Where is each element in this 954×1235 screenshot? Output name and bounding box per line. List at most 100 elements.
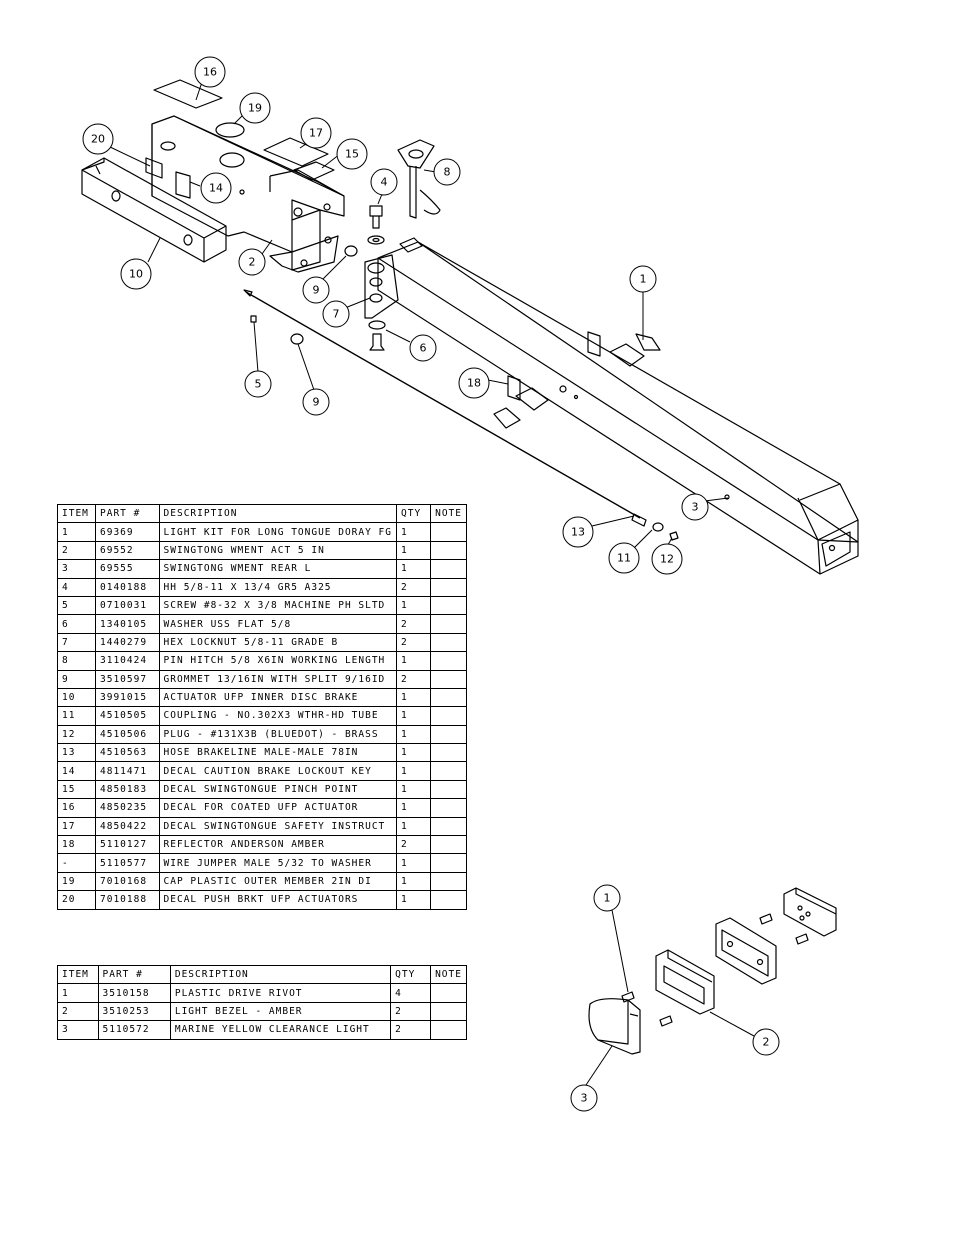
svg-text:11: 11 [617, 552, 631, 565]
light-callout-3: 3 [570, 1084, 598, 1112]
cell-part-number: 5110577 [95, 853, 160, 873]
cell-description: DECAL SWINGTONGUE SAFETY INSTRUCT [158, 816, 398, 837]
cell-qty: 1 [395, 816, 432, 837]
cell-description: REFLECTOR ANDERSON AMBER [158, 835, 398, 855]
cell-note [430, 687, 467, 708]
cell-qty: 1 [395, 761, 432, 781]
cell-qty: 1 [395, 890, 432, 910]
cell-description: LIGHT KIT FOR LONG TONGUE DORAY FG [158, 522, 398, 542]
cell-qty: 1 [395, 779, 432, 800]
decal-20-part [145, 157, 163, 179]
cell-item: 13 [56, 743, 97, 763]
callout-7: 7 [322, 300, 350, 328]
cell-note [430, 871, 467, 892]
svg-text:7: 7 [333, 308, 340, 321]
callout-1: 1 [629, 265, 657, 293]
callout-20: 20 [82, 123, 114, 155]
grommet-part [344, 245, 358, 257]
cell-qty: 1 [395, 559, 432, 579]
cell-description: ACTUATOR UFP INNER DISC BRAKE [158, 687, 398, 708]
cell-item: - [56, 853, 97, 873]
cell-note [430, 614, 467, 634]
header-qty: QTY [395, 503, 432, 524]
cell-item: 16 [56, 798, 97, 818]
cell-description: SWINGTONG WMENT ACT 5 IN [158, 540, 398, 561]
cell-qty: 2 [390, 1001, 432, 1022]
header-part: PART # [95, 503, 160, 524]
cell-qty: 1 [395, 743, 432, 763]
svg-text:9: 9 [313, 284, 320, 297]
cell-note [430, 983, 467, 1003]
cell-note [430, 651, 467, 671]
bom-header-row: ITEM PART # DESCRIPTION QTY NOTE [56, 503, 467, 524]
header-note: NOTE [430, 964, 467, 985]
cell-note [430, 724, 467, 745]
cell-item: 17 [56, 816, 97, 837]
cell-qty: 2 [395, 632, 432, 653]
cell-description: PLUG - #131X3B (BLUEDOT) - BRASS [158, 724, 398, 745]
cell-description: COUPLING - NO.302X3 WTHR-HD TUBE [158, 706, 398, 726]
cell-part-number: 3110424 [95, 651, 160, 671]
cell-item: 9 [56, 669, 97, 689]
cell-qty: 1 [395, 540, 432, 561]
plug-part [669, 531, 679, 541]
callout-6: 6 [409, 334, 437, 362]
cell-part-number: 1440279 [95, 632, 160, 653]
light-callout-2: 2 [752, 1028, 780, 1056]
hitch-pin-part [397, 139, 441, 219]
tongue-beam-part [377, 237, 859, 575]
cell-qty: 1 [395, 853, 432, 873]
svg-text:14: 14 [209, 182, 223, 195]
cell-qty: 2 [395, 577, 432, 597]
cell-part-number: 4510506 [95, 724, 160, 745]
cell-part-number: 7010168 [95, 871, 160, 892]
svg-text:4: 4 [381, 176, 388, 189]
cell-part-number: 1340105 [95, 614, 160, 634]
cell-note [430, 816, 467, 837]
cell-note [430, 577, 467, 597]
svg-text:9: 9 [313, 396, 320, 409]
cell-description: HEX LOCKNUT 5/8-11 GRADE B [158, 632, 398, 653]
header-note: NOTE [430, 503, 467, 524]
callout-2: 2 [238, 248, 266, 276]
svg-text:2: 2 [249, 256, 256, 269]
callout-10: 10 [120, 258, 152, 290]
hinge-bracket [364, 254, 399, 319]
cell-item: 6 [56, 614, 97, 634]
cell-part-number: 5110127 [95, 835, 160, 855]
bom-header-row: ITEM PART # DESCRIPTION QTY NOTE [57, 964, 467, 985]
cell-description: WIRE JUMPER MALE 5/32 TO WASHER [158, 853, 398, 873]
header-item: ITEM [56, 503, 97, 524]
svg-text:16: 16 [203, 66, 217, 79]
cell-description: PLASTIC DRIVE RIVOT [169, 983, 392, 1003]
callout-14: 14 [200, 172, 232, 204]
svg-text:6: 6 [420, 342, 427, 355]
cell-note [430, 522, 467, 542]
svg-text:3: 3 [692, 501, 699, 514]
cell-part-number: 3991015 [95, 687, 160, 708]
cell-qty: 1 [395, 595, 432, 616]
cell-note [430, 559, 467, 579]
callout-12: 12 [651, 543, 683, 575]
cell-note [430, 595, 467, 616]
cell-item: 7 [56, 632, 97, 653]
cell-note [430, 835, 467, 855]
cell-description: SWINGTONG WMENT REAR L [158, 559, 398, 579]
actuator-inner-part [81, 157, 227, 263]
cell-note [430, 669, 467, 689]
header-part: PART # [97, 964, 171, 985]
header-description: DESCRIPTION [158, 503, 398, 524]
cell-item: 19 [56, 871, 97, 892]
svg-text:2: 2 [763, 1036, 770, 1049]
